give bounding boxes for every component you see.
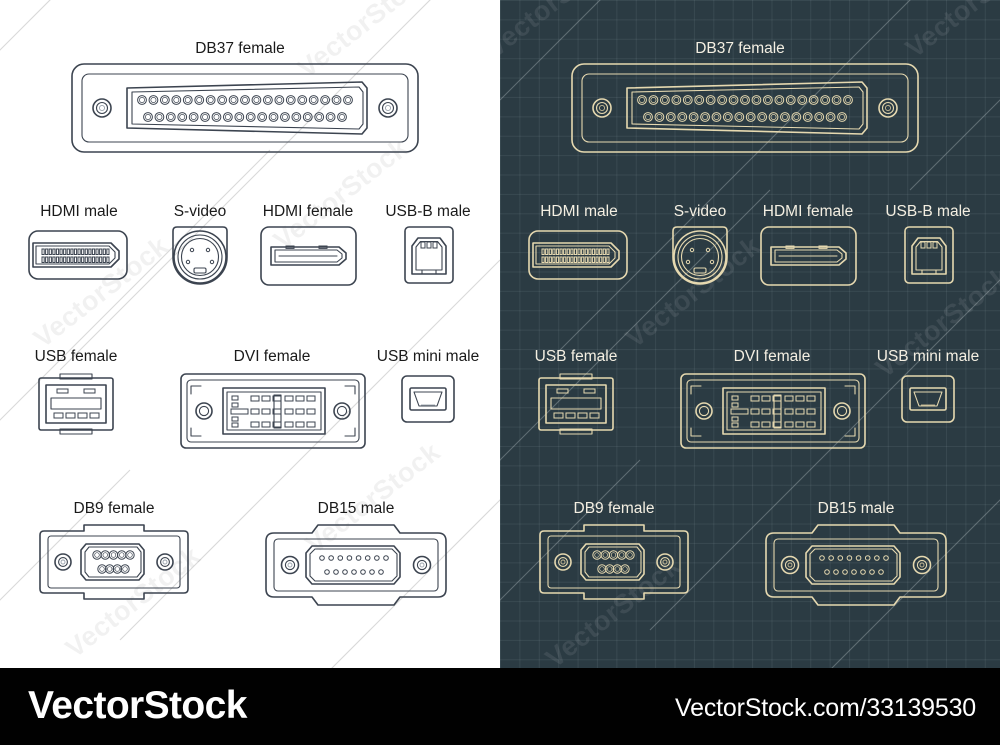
connector-label: USB mini male [876, 348, 980, 365]
connector-dvi-female: DVI female [160, 348, 384, 460]
connector-hdmi-male: HDMI male [516, 203, 642, 298]
connector-drawing-usb-a [535, 372, 617, 436]
connector-drawing-hdmi-male [27, 227, 129, 283]
connector-drawing-hdmi-female [759, 225, 858, 287]
connector-label: S-video [173, 203, 227, 220]
connector-label: DVI female [733, 348, 811, 365]
connector-usb-mini-male: USB mini male [372, 348, 484, 453]
connector-drawing-db9 [38, 522, 190, 602]
connector-usb-b-male: USB-B male [372, 203, 484, 298]
connector-db15-male: DB15 male [746, 500, 966, 630]
connector-label: USB mini male [376, 348, 480, 365]
connector-label: USB female [34, 348, 118, 365]
panel-dark: VectorStock VectorStock VectorStock Vect… [500, 0, 1000, 668]
connector-drawing-db15 [260, 522, 452, 608]
connector-label: DB37 female [195, 40, 285, 57]
connector-drawing-hdmi-female [259, 225, 358, 287]
connector-drawing-dvi [179, 372, 367, 450]
connector-drawing-usb-mini [400, 374, 456, 424]
connector-label: USB female [534, 348, 618, 365]
connector-hdmi-female: HDMI female [750, 203, 866, 298]
connector-label: DB9 female [73, 500, 155, 517]
connector-drawing-usb-mini [900, 374, 956, 424]
vectorstock-url: VectorStock.com/33139530 [675, 694, 976, 722]
connector-drawing-svideo [665, 225, 735, 287]
connector-drawing-db9 [538, 522, 690, 602]
connector-label: HDMI female [762, 203, 854, 220]
footer-bar: VectorStock VectorStock.com/33139530 [0, 668, 1000, 745]
connector-label: HDMI male [40, 203, 118, 220]
connector-label: DB15 male [317, 500, 395, 517]
connector-drawing-usb-a [35, 372, 117, 436]
connector-drawing-svideo [165, 225, 235, 287]
connector-usb-female: USB female [12, 348, 140, 453]
connector-hdmi-male: HDMI male [16, 203, 142, 298]
connector-label: S-video [673, 203, 727, 220]
connector-label: DB15 male [817, 500, 895, 517]
connector-db37-female: DB37 female [10, 40, 470, 170]
connector-db15-male: DB15 male [246, 500, 466, 630]
connector-drawing-db15 [760, 522, 952, 608]
connector-s-video: S-video [152, 203, 248, 298]
vectorstock-logo: VectorStock [28, 684, 247, 727]
connector-label: USB-B male [885, 203, 971, 220]
connector-drawing-db37 [70, 62, 420, 154]
connector-usb-mini-male: USB mini male [872, 348, 984, 453]
connector-s-video: S-video [652, 203, 748, 298]
connector-label: HDMI male [540, 203, 618, 220]
connector-drawing-usb-b [403, 225, 455, 285]
connector-db9-female: DB9 female [514, 500, 714, 625]
connector-dvi-female: DVI female [660, 348, 884, 460]
connector-hdmi-female: HDMI female [250, 203, 366, 298]
connector-db9-female: DB9 female [14, 500, 214, 625]
connector-label: DB37 female [695, 40, 785, 57]
connector-label: HDMI female [262, 203, 354, 220]
connector-drawing-hdmi-male [527, 227, 629, 283]
connector-drawing-usb-b [903, 225, 955, 285]
connector-drawing-db37 [570, 62, 920, 154]
connector-drawing-dvi [679, 372, 867, 450]
panel-light: VectorStock VectorStock VectorStock Vect… [0, 0, 500, 668]
connector-label: DB9 female [573, 500, 655, 517]
connector-db37-female: DB37 female [510, 40, 970, 170]
connector-label: DVI female [233, 348, 311, 365]
connector-usb-female: USB female [512, 348, 640, 453]
connector-label: USB-B male [385, 203, 471, 220]
connector-usb-b-male: USB-B male [872, 203, 984, 298]
